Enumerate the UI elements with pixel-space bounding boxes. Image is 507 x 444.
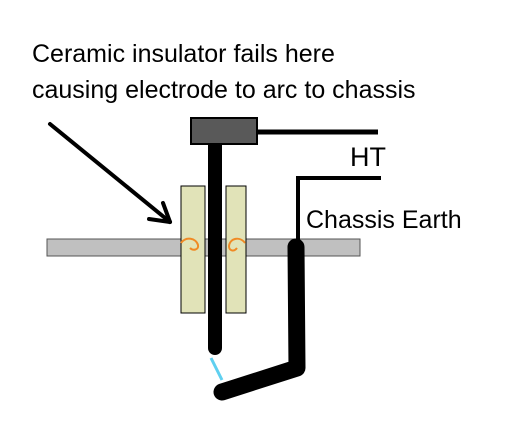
pointer-arrow xyxy=(48,122,172,224)
electrode-cap xyxy=(190,117,258,145)
chassis-earth-wire xyxy=(296,176,381,242)
ht-label: HT xyxy=(350,142,386,172)
annotation-line-2: causing electrode to arc to chassis xyxy=(32,76,416,104)
annotation-line-1: Ceramic insulator fails here xyxy=(32,40,335,68)
arc-mark-left xyxy=(180,237,200,251)
arc-mark-right xyxy=(227,237,246,252)
earth-strap xyxy=(213,238,306,401)
chassis-earth-label: Chassis Earth xyxy=(306,206,462,234)
spark-gap xyxy=(209,357,224,381)
